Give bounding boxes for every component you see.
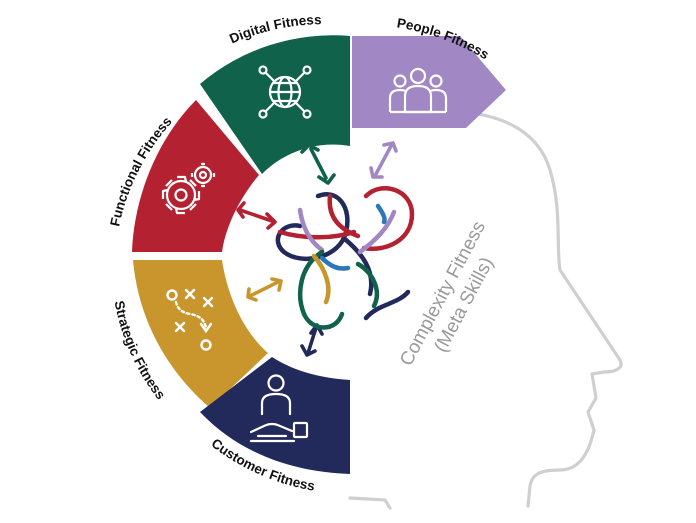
segment-functional	[132, 100, 259, 252]
complexity-fitness-label: Complexity Fitness (Meta Skills)	[396, 218, 498, 370]
segment-strategic	[133, 260, 268, 408]
head-back-outline	[348, 496, 392, 510]
globe-network-icon	[258, 65, 312, 119]
gears-icon	[161, 162, 216, 215]
segment-customer	[200, 357, 350, 474]
people-group-icon	[388, 67, 448, 114]
segment-people	[352, 36, 506, 128]
arrow-digital-icon	[300, 143, 336, 185]
arrow-people-icon	[369, 141, 398, 179]
segment-digital-shape	[200, 35, 350, 174]
segment-digital	[200, 35, 350, 174]
customer-service-icon	[249, 374, 309, 443]
segment-customer-shape	[200, 357, 350, 474]
tangled-knot-icon	[275, 185, 415, 330]
strategy-play-icon	[166, 288, 214, 351]
head-outline	[438, 110, 623, 508]
arrow-customer-icon	[300, 323, 324, 357]
arrow-functional-icon	[236, 201, 277, 230]
double-arrows	[236, 141, 398, 357]
arrow-strategic-icon	[246, 277, 283, 302]
